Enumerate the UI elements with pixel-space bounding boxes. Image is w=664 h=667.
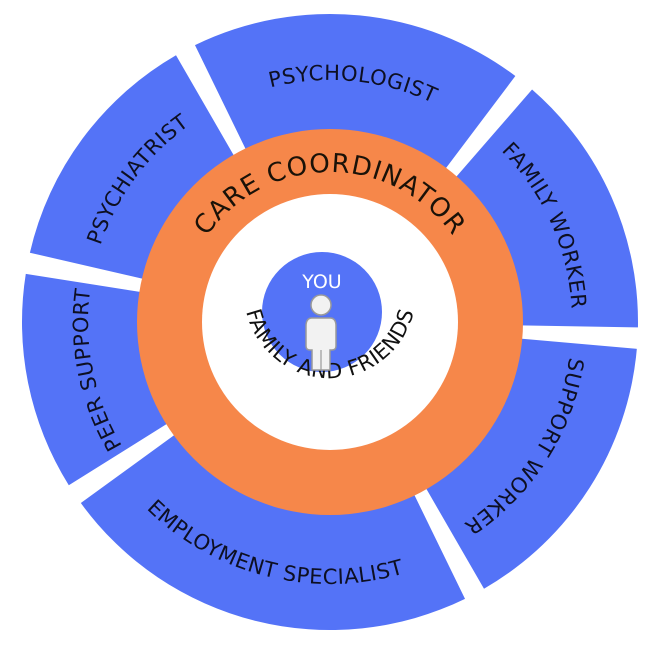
segment-support-worker (425, 338, 637, 589)
segment-employment-specialist (80, 433, 466, 630)
you-label: YOU (301, 271, 341, 293)
person-icon (305, 294, 337, 371)
segment-psychologist (194, 13, 516, 171)
outer-segments (21, 13, 638, 630)
segment-peer-support (21, 273, 169, 486)
segment-family-worker (454, 89, 638, 328)
segment-psychiatrist (29, 55, 236, 280)
